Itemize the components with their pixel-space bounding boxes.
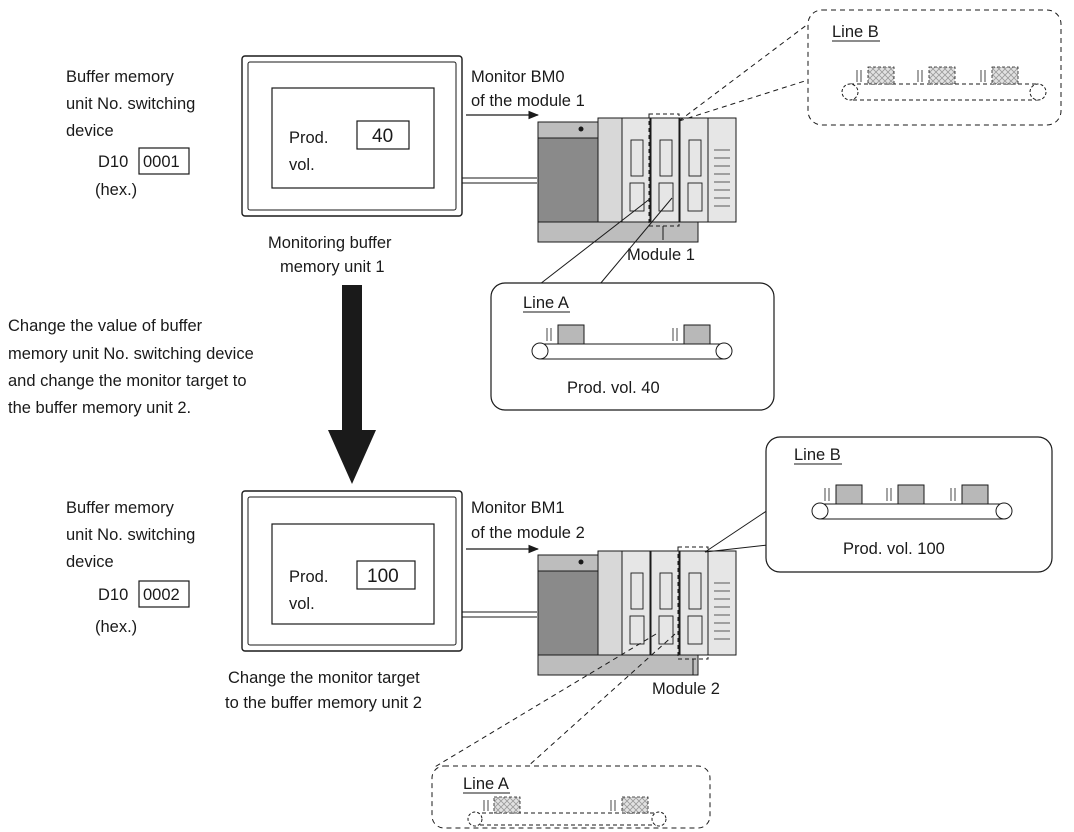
top-module-highlight: [648, 113, 680, 227]
transition-text-line-3: and change the monitor target to: [8, 372, 247, 390]
transition-text-line-4: the buffer memory unit 2.: [8, 399, 191, 417]
top-line-b-title: Line B: [832, 23, 879, 41]
bottom-screen-value-box: [356, 560, 416, 590]
top-got-screen: Prod. vol. 40: [241, 55, 463, 217]
top-line-a-conveyor: [531, 324, 733, 360]
top-module-label: Module 1: [627, 246, 695, 264]
bottom-scenario: Buffer memory unit No. switching device …: [66, 436, 1053, 829]
top-caption-line-2: memory unit 1: [280, 258, 385, 276]
top-screen-value-box: [356, 120, 410, 150]
bottom-got-screen: Prod. vol. 100: [241, 490, 463, 652]
top-line-a-footer: Prod. vol. 40: [567, 379, 660, 397]
bottom-device-value: 0002: [143, 586, 180, 604]
bottom-line-a-title: Line A: [463, 775, 509, 793]
bottom-caption-line-1: Change the monitor target: [228, 669, 420, 687]
top-device-label-line-2: unit No. switching: [66, 95, 195, 113]
bottom-module-label: Module 2: [652, 680, 720, 698]
top-device-register: D10: [98, 153, 128, 171]
top-line-a-title: Line A: [523, 294, 569, 312]
top-device-label-line-3: device: [66, 122, 114, 140]
bottom-monitor-label-line-1: Monitor BM1: [471, 499, 565, 517]
transition-text-line-2: memory unit No. switching device: [8, 345, 254, 363]
bottom-line-b-title: Line B: [794, 446, 841, 464]
transition: Change the value of buffer memory unit N…: [8, 285, 376, 484]
bottom-line-b-footer: Prod. vol. 100: [843, 540, 945, 558]
bottom-device-label-line-2: unit No. switching: [66, 526, 195, 544]
top-screen-value: 40: [372, 126, 393, 147]
bottom-device-label-line-3: device: [66, 553, 114, 571]
bottom-monitor-label-line-2: of the module 2: [471, 524, 585, 542]
bottom-caption-line-2: to the buffer memory unit 2: [225, 694, 422, 712]
bottom-line-b-conveyor: [811, 484, 1013, 520]
bottom-screen-label-line-1: Prod.: [289, 568, 328, 586]
bottom-device-format: (hex.): [95, 618, 137, 636]
bottom-screen-label-line-2: vol.: [289, 595, 315, 613]
top-monitor-label-line-2: of the module 1: [471, 92, 585, 110]
bottom-device-label-line-1: Buffer memory: [66, 499, 175, 517]
top-scenario: Buffer memory unit No. switching device …: [66, 9, 1062, 411]
top-device-value: 0001: [143, 153, 180, 171]
bottom-plc-rack: [537, 550, 737, 676]
bottom-screen-value: 100: [367, 566, 399, 587]
top-device-format: (hex.): [95, 181, 137, 199]
bottom-line-a-conveyor: [467, 796, 667, 827]
transition-text-line-1: Change the value of buffer: [8, 317, 203, 335]
top-device-label-line-1: Buffer memory: [66, 68, 175, 86]
top-screen-label-line-1: Prod.: [289, 129, 328, 147]
bottom-device-value-box: [138, 580, 190, 608]
top-device-value-box: [138, 147, 190, 175]
bottom-device-register: D10: [98, 586, 128, 604]
top-monitor-label-line-1: Monitor BM0: [471, 68, 565, 86]
top-plc-rack: [537, 117, 737, 243]
top-caption-line-1: Monitoring buffer: [268, 234, 392, 252]
top-screen-label-line-2: vol.: [289, 156, 315, 174]
down-arrow: [328, 285, 376, 484]
top-line-b-conveyor: [841, 66, 1047, 101]
